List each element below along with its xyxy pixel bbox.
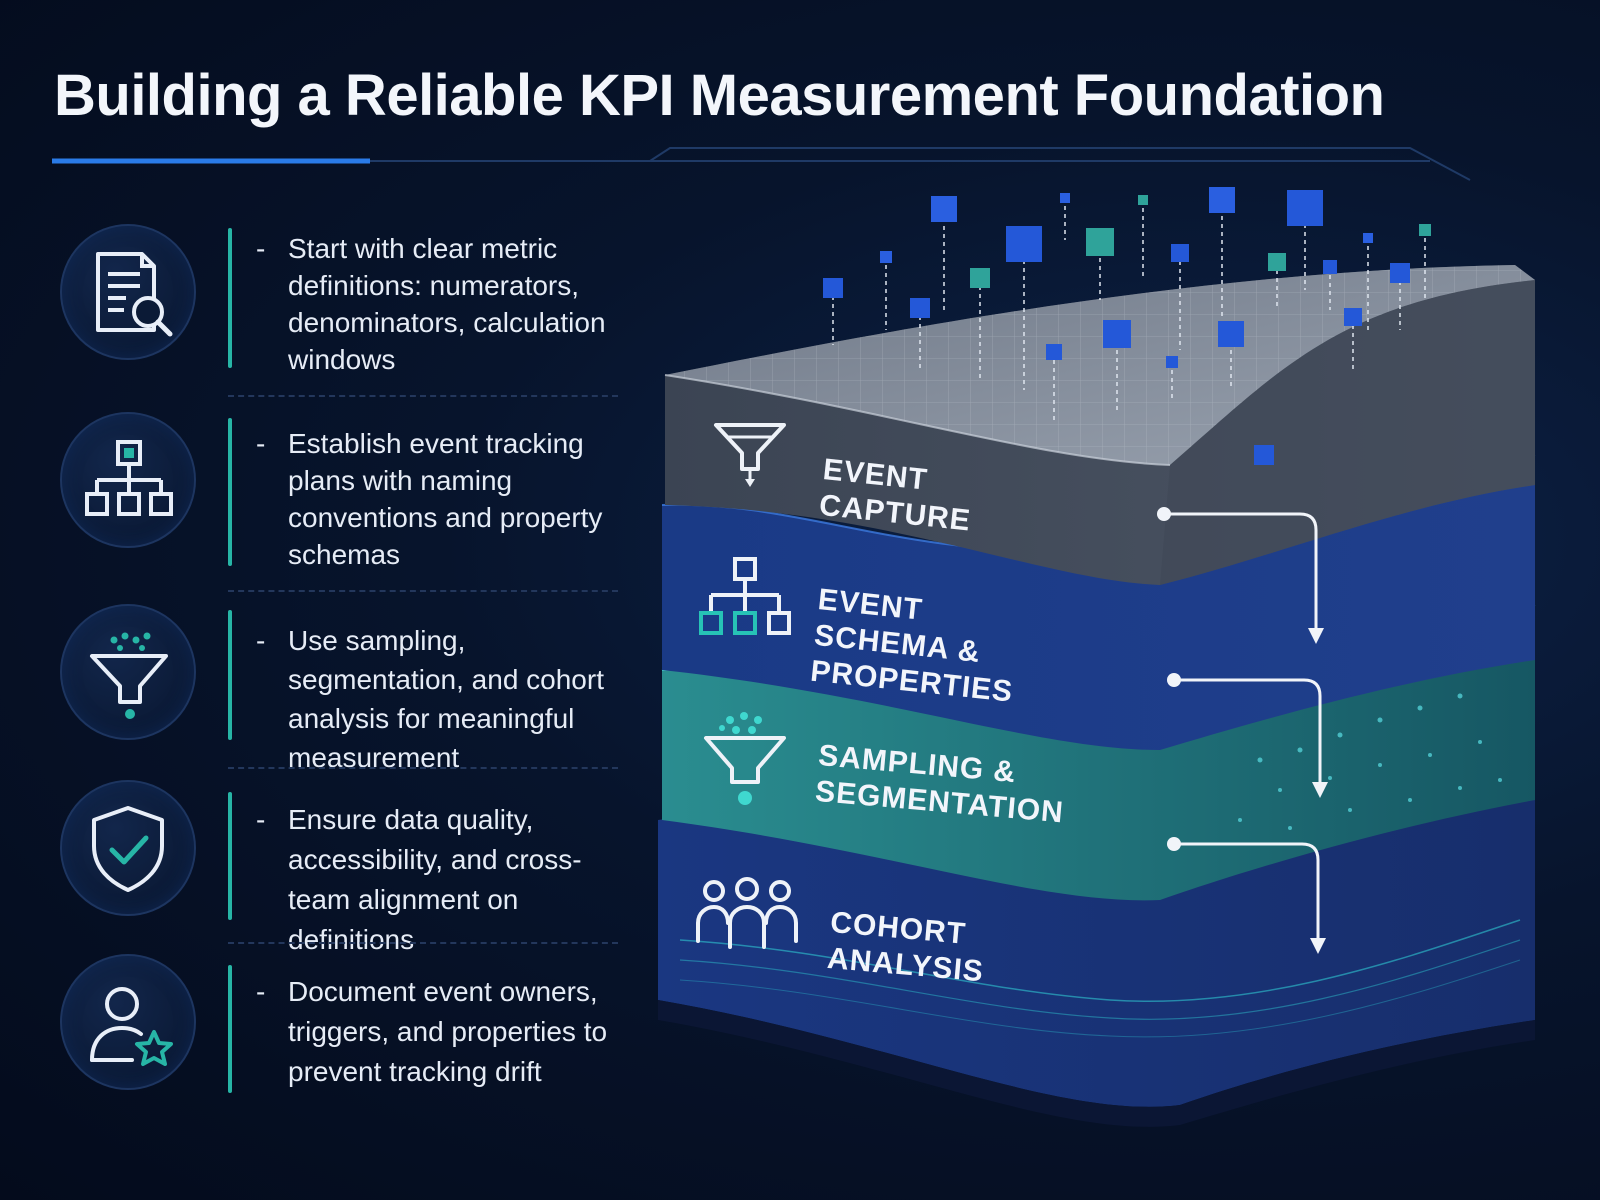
shield-check-icon — [60, 780, 196, 916]
divider — [228, 395, 618, 397]
hierarchy-icon — [699, 557, 791, 635]
layer-label-cohort-analysis: COHORT ANALYSIS — [825, 905, 986, 989]
bullet-text: -Use sampling, segmentation, and cohort … — [256, 625, 604, 773]
bullet-text: -Establish event tracking plans with nam… — [256, 428, 603, 570]
page-title: Building a Reliable KPI Measurement Foun… — [54, 63, 1385, 128]
flow-connectors — [1164, 512, 1322, 940]
layer-stack-diagram: EVENT CAPTURE EVENT SCHEMA & PROPERTIES … — [640, 160, 1600, 1160]
accent-bar — [228, 610, 232, 740]
divider — [228, 942, 618, 944]
divider — [228, 767, 618, 769]
hierarchy-icon — [60, 412, 196, 548]
accent-bar — [228, 965, 232, 1093]
connector-nodes — [1157, 507, 1328, 954]
bullet-text: -Start with clear metric definitions: nu… — [256, 233, 606, 375]
divider — [228, 590, 618, 592]
funnel-icon — [60, 604, 196, 740]
bullet-text: -Ensure data quality, accessibility, and… — [256, 804, 582, 955]
user-star-icon — [60, 954, 196, 1090]
document-search-icon — [60, 224, 196, 360]
title-underline — [52, 147, 1471, 181]
funnel-icon — [714, 423, 786, 487]
bullet-list: -Start with clear metric definitions: nu… — [0, 0, 640, 1200]
funnel-dots-icon — [704, 712, 786, 805]
accent-bar — [228, 792, 232, 920]
accent-bar — [228, 228, 232, 368]
accent-bar — [228, 418, 232, 566]
people-group-icon — [696, 877, 798, 949]
data-cubes — [823, 187, 1431, 465]
layer-label-event-schema: EVENT SCHEMA & PROPERTIES — [808, 582, 1015, 709]
bullet-text: -Document event owners, triggers, and pr… — [256, 976, 608, 1087]
layer-event-capture — [664, 265, 1535, 585]
